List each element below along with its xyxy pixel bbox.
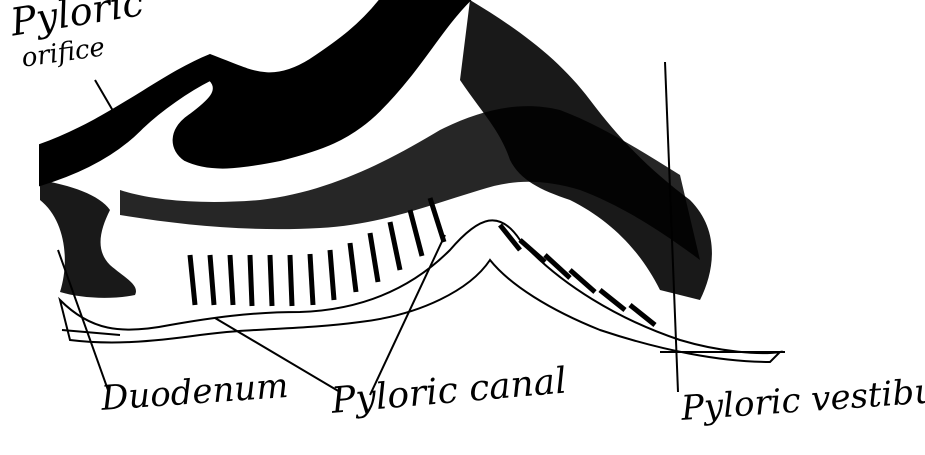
pylorus-illustration: Pyloric orifice Duodenum Pyloric canal P… — [0, 0, 925, 455]
